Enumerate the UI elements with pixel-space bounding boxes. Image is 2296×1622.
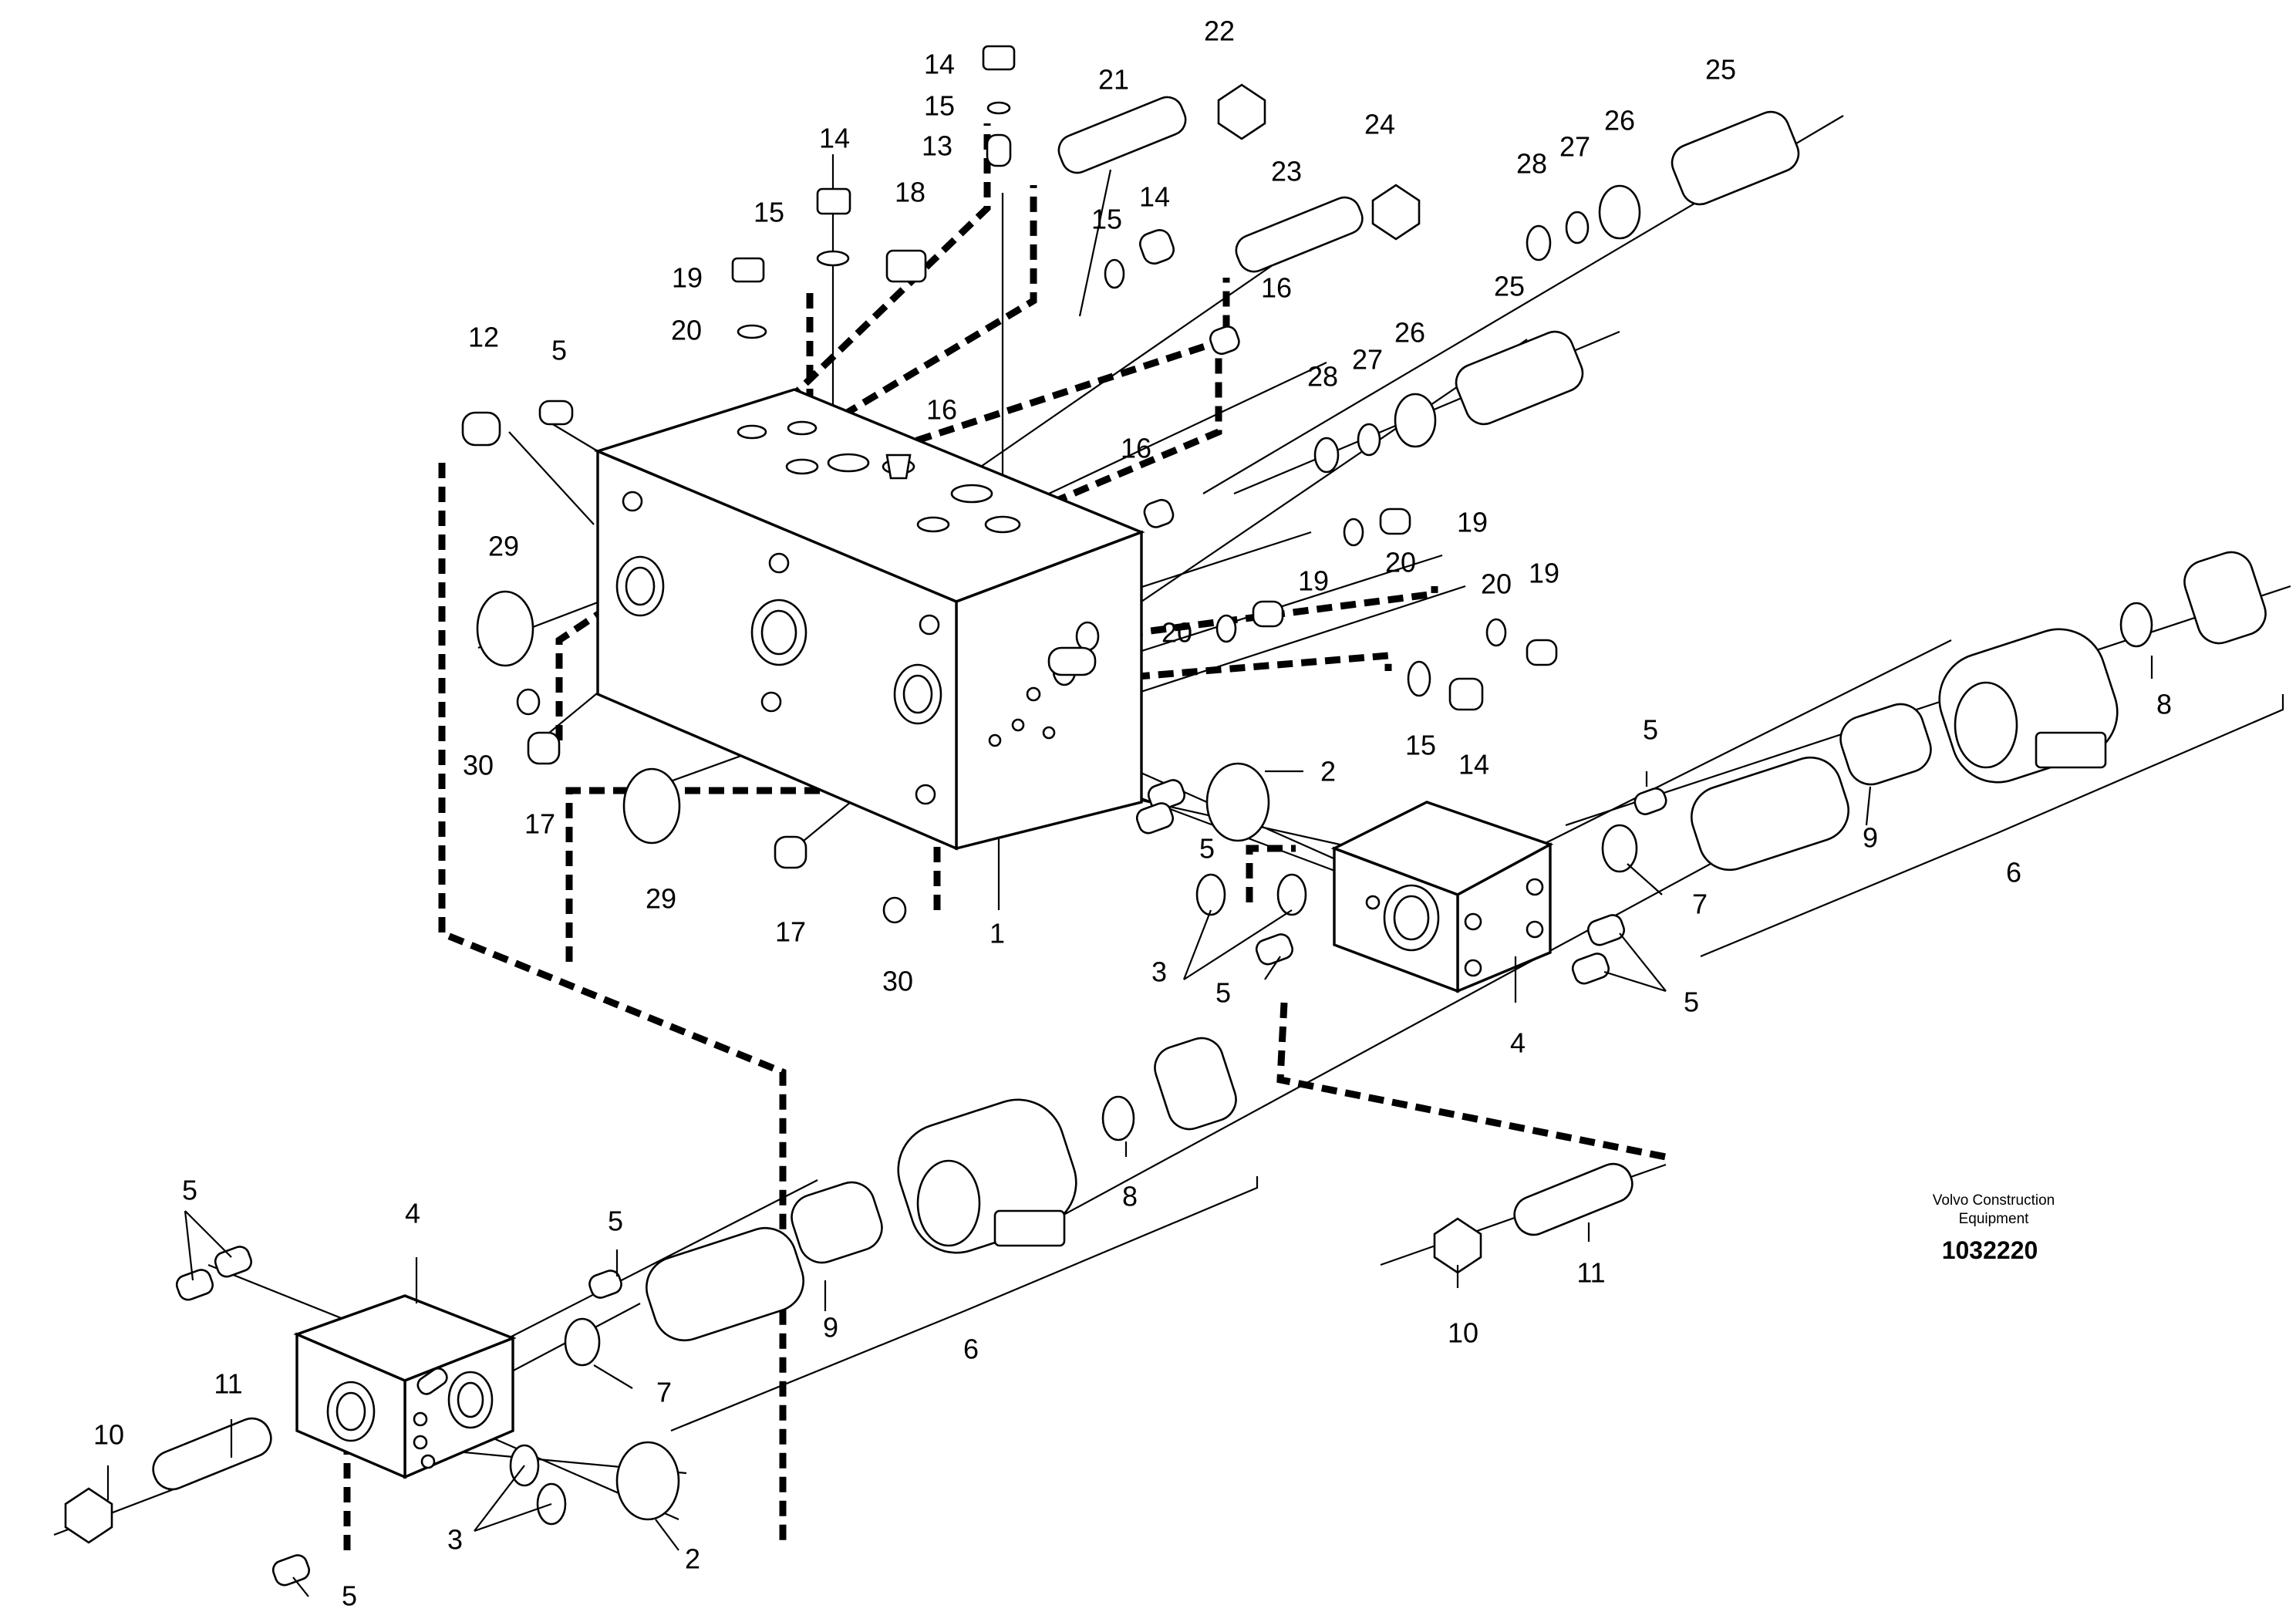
callout-28: 28 (1307, 361, 1338, 393)
callout-20: 20 (1385, 547, 1416, 578)
callout-6: 6 (2006, 857, 2021, 889)
callout-11: 11 (1576, 1257, 1605, 1289)
callout-19: 19 (1298, 565, 1329, 597)
callout-18: 18 (895, 177, 925, 208)
callout-15: 15 (924, 90, 955, 122)
callout-5: 5 (1684, 986, 1699, 1018)
main-valve-block (594, 388, 1145, 851)
callout-5: 5 (1215, 977, 1231, 1009)
callout-14: 14 (819, 123, 850, 154)
callout-20: 20 (671, 315, 702, 346)
callout-20: 20 (1481, 568, 1512, 600)
callout-24: 24 (1364, 109, 1395, 140)
callout-29: 29 (488, 531, 519, 562)
callout-14: 14 (924, 49, 955, 80)
callout-leaders (106, 656, 2153, 1597)
callout-15: 15 (1091, 204, 1122, 235)
callout-9: 9 (823, 1312, 838, 1344)
callout-8: 8 (1122, 1181, 1138, 1212)
callout-30: 30 (463, 750, 494, 781)
solenoid-assembly-right (1691, 551, 2267, 872)
callout-14: 14 (1139, 181, 1170, 213)
callout-5: 5 (1199, 833, 1215, 865)
right-module-block (1330, 801, 1554, 993)
callout-3: 3 (447, 1524, 463, 1556)
callout-7: 7 (1692, 889, 1708, 920)
callout-27: 27 (1559, 131, 1590, 163)
brand-name: Volvo Construction (1933, 1192, 2055, 1209)
fittings-and-seals (64, 45, 2153, 1587)
callout-4: 4 (405, 1198, 420, 1229)
callout-29: 29 (646, 883, 676, 915)
callout-5: 5 (608, 1206, 623, 1237)
callout-21: 21 (1098, 64, 1129, 96)
callout-19: 19 (1529, 558, 1559, 589)
callout-labels: 1 2 2 3 3 4 4 5 5 5 5 5 5 5 5 6 6 7 7 8 … (93, 15, 2172, 1612)
callout-26: 26 (1394, 317, 1425, 349)
callout-7: 7 (656, 1377, 672, 1408)
callout-10: 10 (93, 1419, 124, 1451)
callout-20: 20 (1161, 617, 1192, 649)
callout-15: 15 (1405, 730, 1436, 761)
callout-17: 17 (775, 916, 806, 948)
callout-23: 23 (1271, 156, 1302, 187)
left-module-block (293, 1294, 517, 1479)
callout-13: 13 (922, 130, 952, 162)
callout-26: 26 (1604, 105, 1635, 137)
brand-subtitle: Equipment (1959, 1211, 2030, 1227)
callout-19: 19 (1457, 507, 1488, 538)
group-brackets (670, 694, 2284, 1432)
callout-6: 6 (963, 1334, 979, 1365)
callout-28: 28 (1516, 148, 1547, 180)
callout-17: 17 (524, 808, 555, 840)
callout-25: 25 (1494, 271, 1525, 302)
callout-27: 27 (1352, 344, 1383, 376)
drawing-info: Volvo Construction Equipment 1032220 (1933, 1192, 2055, 1264)
callout-12: 12 (468, 322, 499, 353)
callout-9: 9 (1863, 822, 1878, 854)
callout-5: 5 (1643, 714, 1658, 746)
callout-14: 14 (1458, 749, 1489, 781)
solenoid-assembly-left (646, 1037, 1237, 1342)
callout-11: 11 (214, 1368, 242, 1400)
callout-10: 10 (1448, 1317, 1478, 1349)
callout-5: 5 (182, 1175, 197, 1206)
callout-16: 16 (1121, 433, 1151, 464)
callout-3: 3 (1151, 956, 1167, 988)
callout-15: 15 (754, 197, 784, 228)
callout-2: 2 (685, 1543, 700, 1575)
callout-22: 22 (1204, 15, 1235, 47)
callout-19: 19 (672, 262, 703, 294)
callout-5: 5 (342, 1580, 357, 1612)
callout-5: 5 (551, 335, 567, 366)
callout-2: 2 (1320, 756, 1336, 787)
callout-8: 8 (2156, 689, 2172, 720)
callout-30: 30 (882, 966, 913, 997)
callout-1: 1 (990, 918, 1005, 949)
reference-number: 1032220 (1942, 1236, 2038, 1264)
callout-4: 4 (1510, 1027, 1526, 1059)
callout-25: 25 (1705, 54, 1736, 86)
callout-16: 16 (926, 394, 957, 426)
callout-16: 16 (1261, 272, 1292, 304)
